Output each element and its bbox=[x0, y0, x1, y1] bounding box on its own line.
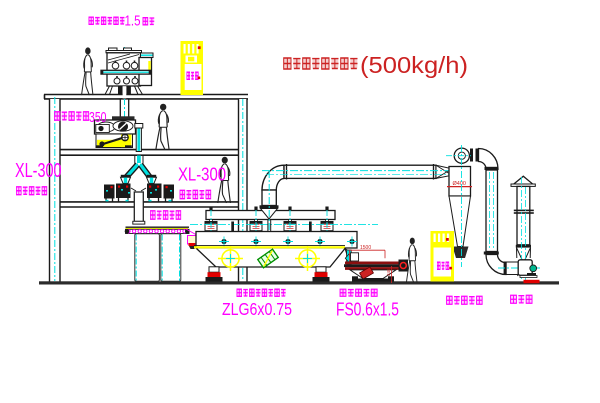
svg-text:350: 350 bbox=[89, 109, 107, 126]
svg-text:Ø400: Ø400 bbox=[453, 181, 466, 187]
svg-text:ZLG6x0.75: ZLG6x0.75 bbox=[222, 299, 292, 319]
svg-text:345: 345 bbox=[386, 268, 391, 276]
svg-text:1500: 1500 bbox=[360, 245, 371, 251]
svg-text:FS0.6x1.5: FS0.6x1.5 bbox=[336, 299, 399, 320]
svg-text:(500kg/h): (500kg/h) bbox=[360, 52, 468, 78]
svg-text:1.5: 1.5 bbox=[125, 13, 141, 30]
svg-text:XL-300: XL-300 bbox=[178, 165, 226, 185]
svg-text:XL-300: XL-300 bbox=[15, 159, 62, 182]
